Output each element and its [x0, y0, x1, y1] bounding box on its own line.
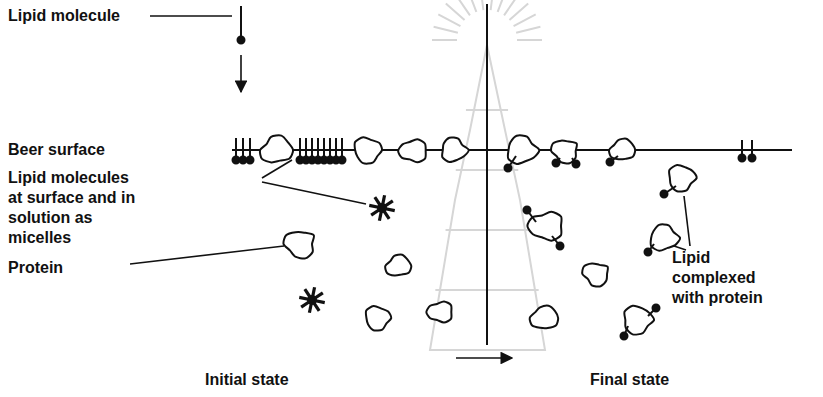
leader-line — [262, 160, 292, 178]
lipid-head — [557, 243, 564, 250]
lipid-head — [240, 157, 247, 164]
label: Lipid complexed with protein — [672, 248, 784, 308]
protein-blob — [582, 263, 608, 286]
watermark-ray — [432, 39, 457, 41]
lipid-head — [621, 333, 628, 340]
lipid-head — [661, 191, 668, 198]
watermark-ray — [491, 0, 494, 10]
label: Final state — [590, 370, 710, 390]
lipid-head — [339, 157, 346, 164]
watermark-ray — [438, 14, 460, 26]
protein-blob — [426, 301, 451, 322]
watermark-ray — [456, 0, 470, 15]
lipid-head — [505, 165, 512, 172]
leader-line — [684, 196, 690, 246]
leader-line — [130, 246, 284, 264]
watermark-ray — [514, 14, 536, 26]
lipid-tail — [240, 6, 242, 40]
micelle-core — [308, 296, 316, 304]
watermark-ray — [498, 0, 507, 12]
label: Lipid molecule — [8, 6, 148, 26]
label: Lipid molecules at surface and in soluti… — [8, 168, 138, 248]
arrow — [240, 55, 242, 92]
leader-line — [262, 182, 366, 204]
label: Initial state — [205, 370, 325, 390]
protein-blob — [609, 139, 635, 160]
protein-blob — [398, 139, 426, 162]
protein-blob — [530, 306, 559, 329]
micelle-core — [378, 204, 386, 212]
watermark — [430, 0, 545, 350]
protein-blob — [366, 306, 391, 331]
lipid-head — [607, 159, 614, 166]
lipid-head — [573, 161, 580, 168]
lipid-head — [749, 155, 756, 162]
arrow — [456, 357, 512, 359]
protein-blob — [355, 137, 382, 163]
label: Beer surface — [8, 140, 148, 160]
lipid-head — [233, 157, 240, 164]
watermark-ray — [446, 4, 465, 21]
divider-line — [486, 4, 488, 345]
protein-blob — [283, 232, 314, 258]
protein-blob — [624, 306, 654, 335]
watermark-ray — [480, 0, 483, 10]
lipid-head — [553, 160, 560, 167]
label: Protein — [8, 258, 108, 278]
lipid-head — [524, 207, 531, 214]
lipid-head — [739, 155, 746, 162]
lipid-head — [645, 249, 652, 256]
protein-blob — [260, 135, 293, 162]
watermark-ray — [517, 39, 542, 41]
watermark-ray — [516, 27, 540, 33]
watermark-ray — [434, 27, 458, 33]
protein-blob — [385, 255, 411, 276]
lipid-head — [653, 305, 660, 312]
lipid-head — [238, 37, 245, 44]
protein-blob — [442, 137, 469, 162]
lipid-head — [247, 157, 254, 164]
watermark-ray — [509, 4, 528, 21]
leader-line — [150, 15, 232, 17]
watermark-ray — [467, 0, 476, 12]
